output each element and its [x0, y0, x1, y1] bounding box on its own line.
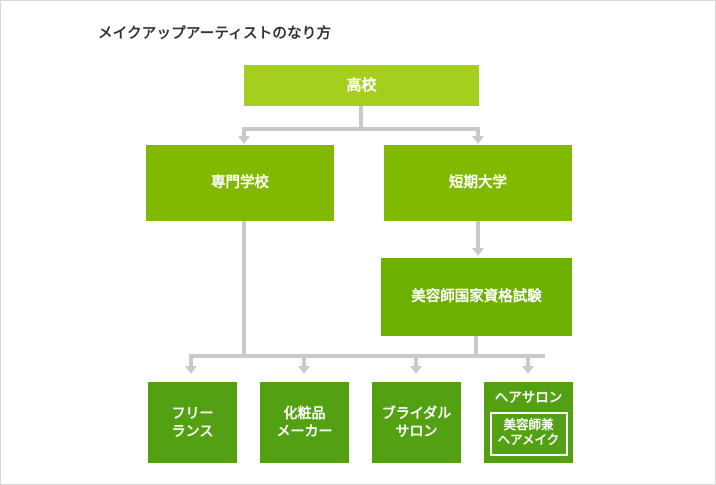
- arrowhead-exam: [472, 248, 484, 256]
- connector-to-freelance: [189, 354, 193, 368]
- arrowhead-hairsalon: [522, 366, 534, 374]
- arrowhead-cosmetics: [298, 366, 310, 374]
- connector-highschool-stem: [359, 106, 363, 131]
- connector-fanout-bar: [189, 354, 545, 358]
- connector-juniorcollege-exam: [476, 221, 480, 250]
- connector-exam-drop: [474, 336, 478, 357]
- arrowhead-freelance: [185, 366, 197, 374]
- connector-to-juniorcollege: [476, 127, 480, 139]
- page-title: メイクアップアーティストのなり方: [98, 26, 332, 42]
- node-cosmetics-maker[interactable]: 化粧品 メーカー: [260, 382, 349, 463]
- node-freelance[interactable]: フリー ランス: [148, 382, 237, 463]
- node-vocational-school[interactable]: 専門学校: [146, 145, 334, 221]
- node-bridal-salon[interactable]: ブライダル サロン: [372, 382, 461, 463]
- connector-vocational-drop: [242, 221, 246, 357]
- arrowhead-vocational: [238, 136, 250, 144]
- connector-to-bridal: [414, 354, 418, 368]
- node-hair-salon-label: ヘアサロン: [494, 390, 563, 405]
- node-highschool[interactable]: 高校: [244, 65, 479, 106]
- connector-to-vocational: [242, 127, 246, 139]
- connector-to-hairsalon: [526, 354, 530, 368]
- node-beautician-exam[interactable]: 美容師国家資格試験: [381, 258, 572, 336]
- connector-to-cosmetics: [302, 354, 306, 368]
- node-hair-salon-sublabel: 美容師兼 ヘアメイク: [489, 411, 568, 457]
- arrowhead-juniorcollege: [472, 136, 484, 144]
- arrowhead-bridal: [410, 366, 422, 374]
- node-hair-salon[interactable]: ヘアサロン 美容師兼 ヘアメイク: [484, 382, 573, 463]
- connector-highschool-split: [242, 127, 480, 131]
- node-junior-college[interactable]: 短期大学: [384, 145, 572, 221]
